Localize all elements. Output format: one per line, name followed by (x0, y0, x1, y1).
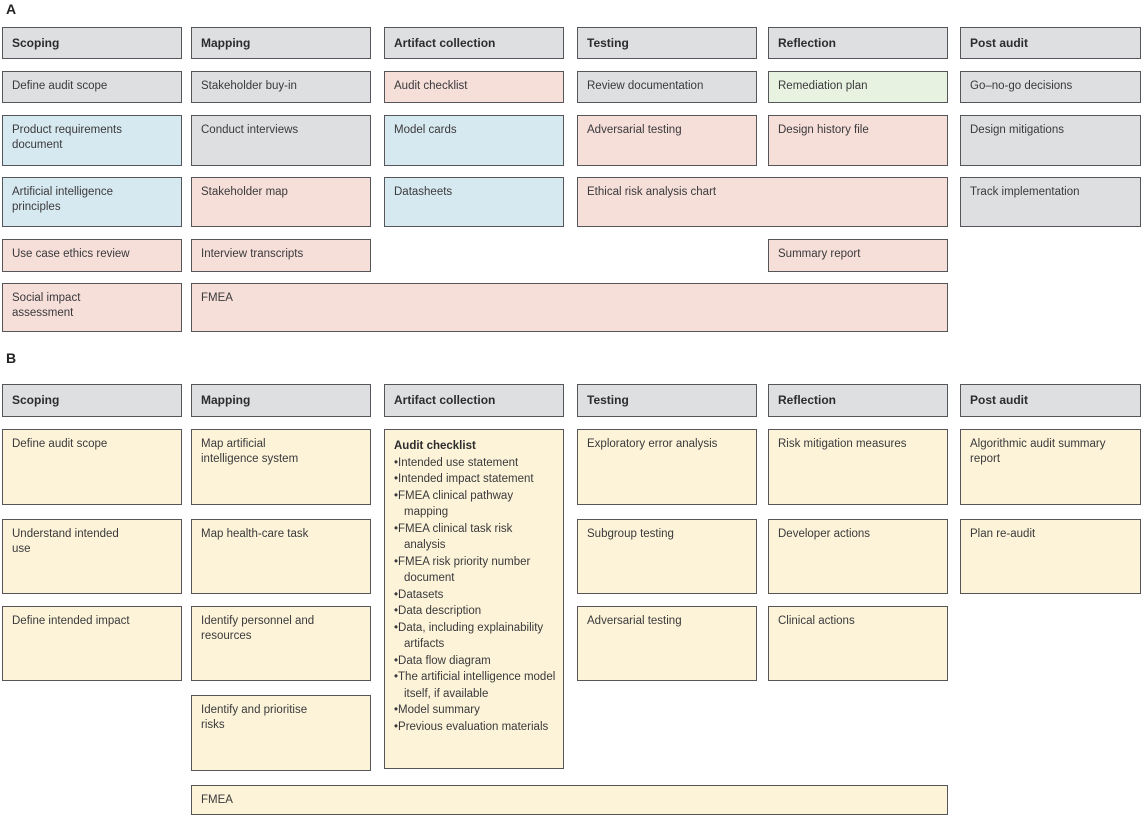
a-cell-audit-checklist: Audit checklist (384, 71, 564, 103)
checklist-item: Data flow diagram (394, 653, 557, 670)
b-header-artifact-collection: Artifact collection (384, 384, 564, 417)
a-cell-artificial-intelligence-principles: Artificial intelligence principles (2, 177, 182, 227)
b-cell-subgroup-testing: Subgroup testing (577, 519, 757, 594)
a-cell-product-requirements-document: Product requirements document (2, 115, 182, 166)
a-cell-design-history-file: Design history file (768, 115, 948, 166)
b-cell-identify-and-prioritise-risks: Identify and prioritise risks (191, 695, 371, 771)
a-cell-design-mitigations: Design mitigations (960, 115, 1141, 166)
a-cell-fmea: FMEA (191, 283, 948, 332)
b-cell-clinical-actions: Clinical actions (768, 606, 948, 681)
checklist-item: FMEA clinical task risk analysis (394, 521, 557, 554)
checklist-item: Datasets (394, 587, 557, 604)
a-header-post-audit: Post audit (960, 27, 1141, 59)
a-header-scoping: Scoping (2, 27, 182, 59)
checklist-item: Intended impact statement (394, 471, 557, 488)
b-cell-fmea: FMEA (191, 785, 948, 815)
a-cell-conduct-interviews: Conduct interviews (191, 115, 371, 166)
a-cell-model-cards: Model cards (384, 115, 564, 166)
checklist-item: FMEA clinical pathway mapping (394, 488, 557, 521)
b-cell-understand-intended-use: Understand intended use (2, 519, 182, 594)
a-cell-interview-transcripts: Interview transcripts (191, 239, 371, 272)
checklist-item: Data, including explainability artifacts (394, 620, 557, 653)
b-cell-developer-actions: Developer actions (768, 519, 948, 594)
a-header-mapping: Mapping (191, 27, 371, 59)
b-header-scoping: Scoping (2, 384, 182, 417)
b-cell-adversarial-testing: Adversarial testing (577, 606, 757, 681)
a-cell-define-audit-scope: Define audit scope (2, 71, 182, 103)
b-header-testing: Testing (577, 384, 757, 417)
a-cell-review-documentation: Review documentation (577, 71, 757, 103)
a-cell-track-implementation: Track implementation (960, 177, 1141, 227)
checklist-item: Model summary (394, 702, 557, 719)
a-cell-remediation-plan: Remediation plan (768, 71, 948, 103)
b-cell-define-audit-scope: Define audit scope (2, 429, 182, 505)
a-cell-social-impact-assessment: Social impact assessment (2, 283, 182, 332)
a-header-reflection: Reflection (768, 27, 948, 59)
b-header-reflection: Reflection (768, 384, 948, 417)
checklist-item: FMEA risk priority number document (394, 554, 557, 587)
checklist-title: Audit checklist (394, 440, 476, 452)
b-cell-define-intended-impact: Define intended impact (2, 606, 182, 681)
a-cell-stakeholder-buy-in: Stakeholder buy-in (191, 71, 371, 103)
b-header-post-audit: Post audit (960, 384, 1141, 417)
checklist-item: Intended use statement (394, 455, 557, 472)
a-cell-adversarial-testing: Adversarial testing (577, 115, 757, 166)
a-cell-ethical-risk-analysis-chart: Ethical risk analysis chart (577, 177, 948, 227)
b-cell-algorithmic-audit-summary-report: Algorithmic audit summary report (960, 429, 1141, 505)
a-header-artifact-collection: Artifact collection (384, 27, 564, 59)
a-cell-go-no-go-decisions: Go–no-go decisions (960, 71, 1141, 103)
a-cell-stakeholder-map: Stakeholder map (191, 177, 371, 227)
b-cell-exploratory-error-analysis: Exploratory error analysis (577, 429, 757, 505)
a-cell-summary-report: Summary report (768, 239, 948, 272)
b-cell-map-artificial-intelligence-system: Map artificial intelligence system (191, 429, 371, 505)
b-header-mapping: Mapping (191, 384, 371, 417)
a-cell-datasheets: Datasheets (384, 177, 564, 227)
panel-a-label: A (6, 1, 17, 17)
a-cell-use-case-ethics-review: Use case ethics review (2, 239, 182, 272)
b-cell-map-health-care-task: Map health-care task (191, 519, 371, 594)
b-cell-audit-checklist: Audit checklist Intended use statement I… (384, 429, 564, 769)
panel-b-label: B (6, 350, 17, 366)
b-cell-plan-re-audit: Plan re-audit (960, 519, 1141, 594)
a-header-testing: Testing (577, 27, 757, 59)
checklist-item: Previous evaluation materials (394, 719, 557, 736)
checklist-item: Data description (394, 603, 557, 620)
checklist-item: The artificial intelligence model itself… (394, 669, 557, 702)
b-cell-identify-personnel-and-resources: Identify personnel and resources (191, 606, 371, 681)
b-cell-risk-mitigation-measures: Risk mitigation measures (768, 429, 948, 505)
